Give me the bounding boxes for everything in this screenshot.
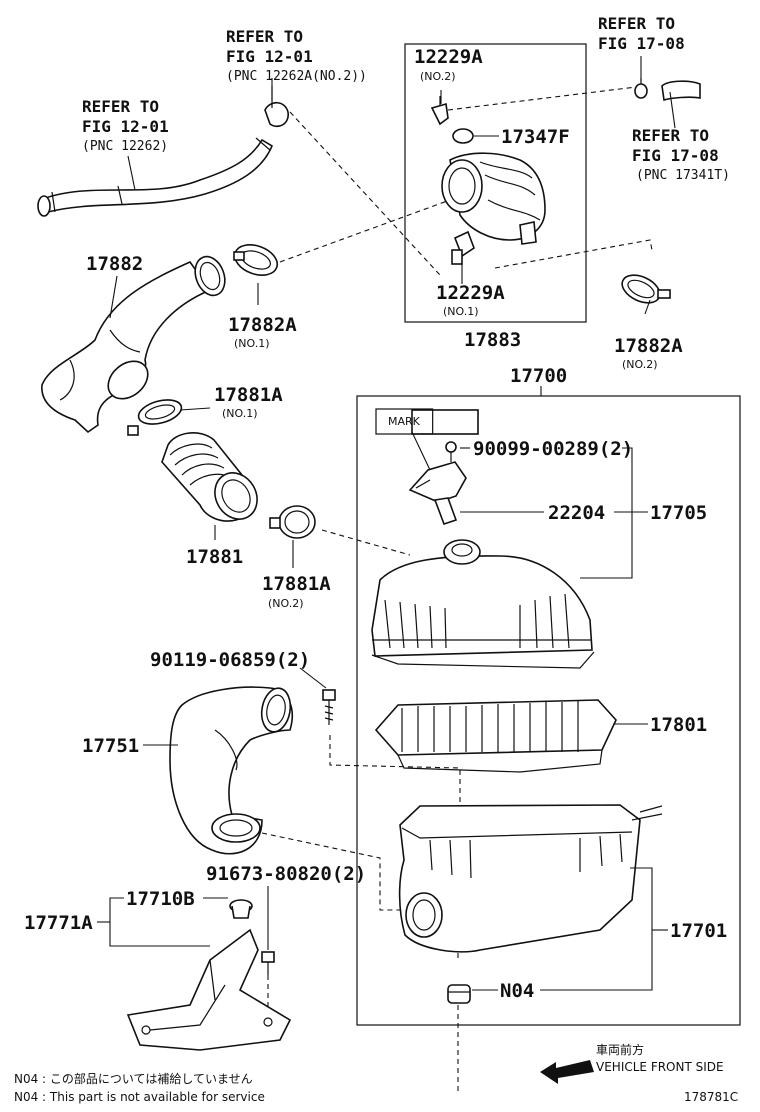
label-17881a-no1-sub: (NO.1) — [222, 407, 258, 420]
bolt-90119-illustration — [322, 689, 336, 725]
ref-fig12-12262a-line3: (PNC 12262A(NO.2)) — [226, 69, 367, 84]
label-12229a-no2: 12229A — [414, 46, 483, 68]
ref-fig17-top-line1: REFER TO — [598, 14, 675, 33]
direction-label-en: VEHICLE FRONT SIDE — [596, 1060, 724, 1074]
ref-fig17-17341t-line1: REFER TO — [632, 126, 709, 145]
label-17751: 17751 — [82, 735, 139, 757]
label-17882a-no1: 17882A — [228, 314, 297, 336]
clamp-17882a-no2-illustration — [621, 274, 671, 304]
label-17883: 17883 — [464, 329, 521, 351]
label-17881a-no2-sub: (NO.2) — [268, 597, 304, 610]
label-17701: 17701 — [670, 920, 727, 942]
label-17771a: 17771A — [24, 912, 93, 934]
label-n04: N04 — [500, 980, 534, 1002]
dashed-connection-lines — [261, 86, 653, 1095]
note-en: N04 : This part is not available for ser… — [14, 1090, 265, 1104]
ref-fig12-12262-line1: REFER TO — [82, 97, 159, 116]
ref-fig12-12262-line3: (PNC 12262) — [82, 139, 168, 154]
ref-fig12-12262-line2: FIG 12-01 — [82, 117, 169, 136]
air-cleaner-case-17701-illustration — [398, 804, 663, 953]
label-17801: 17801 — [650, 714, 707, 736]
vehicle-front-arrow-icon — [540, 1060, 594, 1084]
label-17882a-no2: 17882A — [614, 335, 683, 357]
fitting-17-08-illustration — [634, 78, 701, 102]
inlet-duct-17751-illustration — [169, 686, 294, 855]
label-12229a-no1: 12229A — [436, 282, 505, 304]
label-22204: 22204 — [548, 502, 605, 524]
ref-fig17-top-line2: FIG 17-08 — [598, 34, 685, 53]
bolt-91673-illustration — [261, 951, 275, 975]
air-flow-meter-22204-illustration — [408, 409, 479, 526]
grommet-n04-illustration — [447, 984, 471, 1004]
label-90119: 90119-06859(2) — [150, 649, 310, 671]
label-12229a-no1-sub: (NO.1) — [443, 305, 479, 318]
figure-id: 178781C — [684, 1090, 738, 1104]
label-17347f: 17347F — [501, 126, 570, 148]
ref-fig12-12262a-line2: FIG 12-01 — [226, 47, 313, 66]
clip-12262a-illustration — [264, 86, 289, 128]
bracket-17771a-illustration — [126, 928, 292, 1051]
label-91673: 91673-80820(2) — [206, 863, 366, 885]
bellows-hose-17881-illustration — [161, 432, 258, 522]
label-17710b: 17710B — [126, 888, 195, 910]
label-12229a-no2-sub: (NO.2) — [420, 70, 456, 83]
label-mark: MARK — [388, 415, 421, 428]
label-17881a-no1: 17881A — [214, 384, 283, 406]
ref-fig17-17341t-line3: (PNC 17341T) — [636, 168, 730, 183]
clamp-17881a-no2-illustration — [269, 505, 316, 539]
throttle-body-17883-illustration — [430, 96, 546, 265]
ref-fig17-17341t-line2: FIG 17-08 — [632, 146, 719, 165]
ref-fig12-12262a-line1: REFER TO — [226, 27, 303, 46]
air-filter-17801-illustration — [374, 699, 617, 773]
sub-assembly-box-17883 — [404, 43, 587, 323]
intake-pipe-17882-illustration — [41, 255, 226, 434]
label-17705: 17705 — [650, 502, 707, 524]
grommet-17710b-illustration — [229, 899, 253, 919]
mark-box — [375, 408, 434, 435]
direction-label-jp: 車両前方 — [596, 1042, 644, 1057]
sub-assembly-box-17700 — [356, 395, 741, 1026]
clamp-17882a-no1-illustration — [233, 244, 279, 276]
note-jp: N04 : この部品については補給していません — [14, 1071, 253, 1086]
clamp-17881a-no1-illustration — [127, 399, 183, 436]
label-17882a-no1-sub: (NO.1) — [234, 337, 270, 350]
label-17881a-no2: 17881A — [262, 573, 331, 595]
label-90099: 90099-00289(2) — [473, 438, 633, 460]
hose-12262-illustration — [37, 137, 274, 217]
label-17882a-no2-sub: (NO.2) — [622, 358, 658, 371]
label-17700: 17700 — [510, 365, 567, 387]
air-cleaner-cap-17705-illustration — [371, 539, 595, 669]
label-17881: 17881 — [186, 546, 243, 568]
leader-lines — [97, 56, 676, 991]
label-17882: 17882 — [86, 253, 143, 275]
